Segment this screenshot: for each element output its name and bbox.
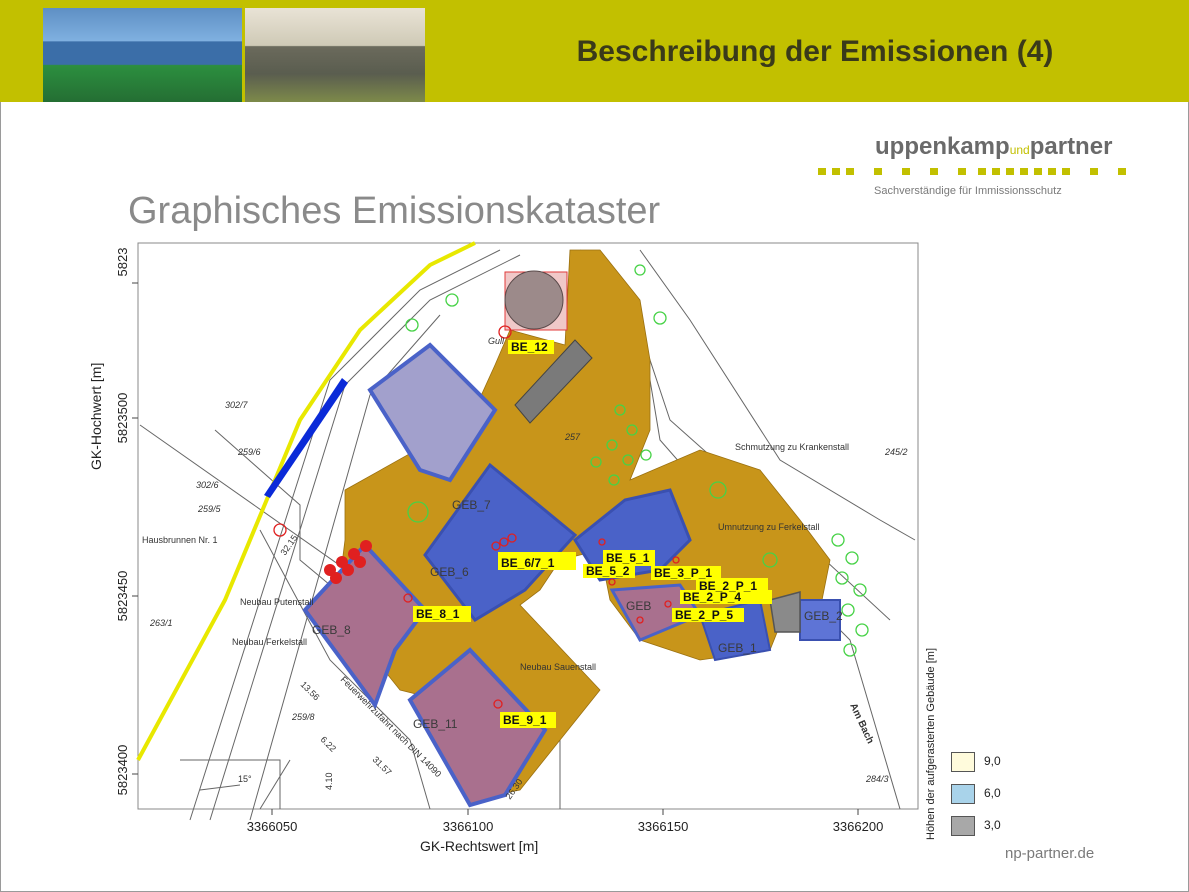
axis-ticks xyxy=(132,282,859,815)
legend-label: 3,0 xyxy=(984,818,1001,832)
map-text: Neubau Ferkelstall xyxy=(232,637,307,647)
y-tick-label: 5823400 xyxy=(115,745,130,796)
map-text: 263/1 xyxy=(149,618,173,628)
legend-item: 6,0 xyxy=(951,784,1111,804)
strip-building xyxy=(264,378,348,498)
y-tick-label: 5823450 xyxy=(115,571,130,622)
map-text: Gull xyxy=(488,336,505,346)
building-label: GEB_7 xyxy=(452,498,491,512)
map-text: Umnutzung zu Ferkelstall xyxy=(718,522,820,532)
map-text: Neubau Putenstall xyxy=(240,597,314,607)
source-label: BE_12 xyxy=(511,340,548,354)
legend-item: 3,0 xyxy=(951,816,1111,836)
building-label: GEB xyxy=(626,599,651,613)
legend-title: Höhen der aufgerasterten Gebäude [m] xyxy=(925,647,937,840)
legend-swatch xyxy=(951,816,975,836)
team-photo xyxy=(245,8,425,102)
company-logo: uppenkampundpartner xyxy=(875,133,1112,161)
logo-name-part1: uppenkamp xyxy=(875,133,1010,160)
gulle-tank xyxy=(504,270,564,330)
silo-building xyxy=(514,339,593,424)
legend-swatch xyxy=(951,784,975,804)
y-tick-label: 5823500 xyxy=(115,393,130,444)
source-label-boxes xyxy=(413,340,772,728)
source-label: BE_8_1 xyxy=(416,607,460,621)
logo-tagline: Sachverständige für Immissionsschutz xyxy=(874,185,1062,197)
source-label: BE_2_P_1 xyxy=(699,579,757,593)
source-label: BE_2_P_5 xyxy=(675,608,733,622)
map-text: 259/8 xyxy=(291,712,315,722)
road-line xyxy=(136,241,476,761)
footer-url: np-partner.de xyxy=(1005,845,1095,862)
x-tick-label: 3366100 xyxy=(443,819,494,834)
source-label: BE_9_1 xyxy=(503,713,547,727)
map-text: 302/7 xyxy=(225,400,249,410)
map-text: 4.10 xyxy=(324,772,334,790)
building-label: GEB_1 xyxy=(718,641,757,655)
source-label: BE_3_P_1 xyxy=(654,566,712,580)
x-tick-label: 3366200 xyxy=(833,819,884,834)
legend-item: 9,0 xyxy=(951,752,1111,772)
source-label: BE_6/7_1 xyxy=(501,556,555,570)
map-text: 257 xyxy=(564,432,581,442)
legend-label: 6,0 xyxy=(984,786,1001,800)
source-point-icon xyxy=(498,325,512,339)
tree-symbols xyxy=(405,264,869,657)
building-label: GEB_8 xyxy=(312,623,351,637)
map-text: Schmutzung zu Krankenstall xyxy=(735,442,849,452)
building-label: GEB_11 xyxy=(413,717,458,731)
legend-swatch xyxy=(951,752,975,772)
map-text: 259/5 xyxy=(197,504,222,514)
building-label: GEB_6 xyxy=(430,565,469,579)
building-photo xyxy=(43,8,242,102)
x-tick-label: 3366050 xyxy=(247,819,298,834)
logo-name-part3: partner xyxy=(1029,133,1113,160)
source-cluster xyxy=(324,540,372,584)
map-text: Neubau Sauenstall xyxy=(520,662,596,672)
map-text: 259/6 xyxy=(237,447,261,457)
map-text: 245/2 xyxy=(884,447,908,457)
source-label: BE_5_1 xyxy=(606,551,650,565)
legend-label: 9,0 xyxy=(984,754,1001,768)
x-tick-label: 3366150 xyxy=(638,819,689,834)
logo-dots-icon xyxy=(818,168,1126,175)
y-axis-label: GK-Hochwert [m] xyxy=(88,362,104,470)
building-label: GEB_2 xyxy=(804,609,843,623)
slide-title: Beschreibung der Emissionen (4) xyxy=(576,35,1054,68)
slide-subtitle: Graphisches Emissionskataster xyxy=(128,190,661,232)
x-axis-label: GK-Rechtswert [m] xyxy=(420,838,539,854)
map-text: Hausbrunnen Nr. 1 xyxy=(142,535,218,545)
header-bar: Beschreibung der Emissionen (4) xyxy=(0,0,1189,102)
map-text: 302/6 xyxy=(196,480,219,490)
logo-name-part2: und xyxy=(1009,143,1030,157)
map-text: 284/3 xyxy=(865,774,889,784)
source-label: BE_2_P_4 xyxy=(683,590,741,604)
map-text: 15° xyxy=(238,774,252,784)
y-tick-label: 5823 xyxy=(115,248,130,277)
source-label: BE_5_2 xyxy=(586,564,630,578)
